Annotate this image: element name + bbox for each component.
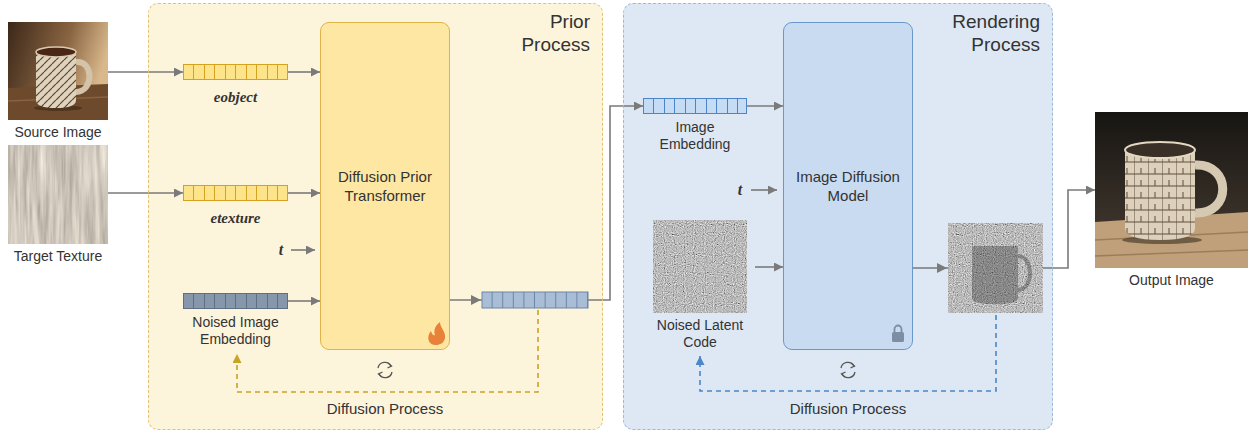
image-node: Source Image — [8, 22, 108, 141]
embedding-bar: etexture — [183, 185, 288, 227]
embedding-bar: Image Embedding — [643, 98, 747, 153]
arrowhead — [937, 263, 947, 273]
node-caption: Noised Image Embedding — [183, 314, 288, 348]
process-panel: Rendering ProcessImage EmbeddingNoised L… — [623, 3, 1053, 430]
arrowhead — [471, 295, 481, 305]
mug-silhouette — [1018, 256, 1030, 290]
node-caption: Noised Latent Code — [645, 317, 755, 351]
mug-silhouette — [972, 246, 1018, 304]
timestep-label: t — [738, 181, 742, 199]
embedding-cells — [183, 64, 288, 80]
image-node: Output Image — [1095, 112, 1248, 289]
node-caption: eobject — [183, 89, 288, 106]
arrow-connector — [108, 71, 183, 73]
embedding-bar: Noised Image Embedding — [183, 293, 288, 348]
image-node: Target Texture — [8, 145, 108, 265]
mug-handle — [76, 62, 90, 92]
cycle-icon — [378, 362, 392, 377]
process-label: Diffusion Process — [790, 400, 906, 417]
node-caption: etexture — [183, 210, 288, 227]
node-caption: Output Image — [1095, 272, 1248, 289]
node-caption: Image Embedding — [643, 119, 747, 153]
photo-background — [1095, 112, 1248, 268]
arrow-connector — [755, 266, 783, 268]
arrow-connector — [747, 105, 783, 107]
node-caption: Target Texture — [8, 248, 108, 265]
prior-panel-fill — [148, 3, 603, 430]
source-photo — [8, 22, 108, 120]
noise-image — [653, 220, 747, 313]
image-node: Noised Latent Code — [645, 220, 755, 351]
texture-photo — [8, 145, 108, 244]
rendering-panel-fill — [623, 3, 1053, 430]
timestep-arrow — [751, 189, 777, 191]
timestep-arrow — [291, 249, 315, 251]
mug-handle — [1195, 165, 1223, 213]
process-box: Diffusion Prior Transformer — [320, 22, 450, 350]
cycle-icon — [841, 362, 855, 377]
arrow-connector — [288, 71, 320, 73]
photo-background — [8, 22, 108, 120]
embedding-bar: eobject — [183, 64, 288, 106]
mug-rim — [36, 47, 76, 57]
process-panel: Prior Process eobject etextureNoised Image… — [148, 3, 603, 430]
arrow-connector — [288, 300, 320, 302]
arrow-connector — [108, 192, 183, 194]
panel-title: Prior Process — [521, 10, 590, 56]
embedding-cells — [183, 293, 288, 309]
arrow-connector — [288, 192, 320, 194]
box-label: Diffusion Prior Transformer — [331, 167, 439, 205]
box-label: Image Diffusion Model — [794, 167, 902, 205]
embedding-cells — [643, 98, 747, 114]
node-caption: Source Image — [8, 124, 108, 141]
process-label: Diffusion Process — [327, 400, 443, 417]
timestep-label: t — [279, 241, 283, 259]
embedding-cells — [183, 185, 288, 201]
mug-rim — [1125, 142, 1195, 158]
output-photo — [1095, 112, 1248, 268]
embedding-bar — [482, 292, 588, 308]
mug-body — [36, 52, 76, 108]
process-box: Image Diffusion Model — [783, 22, 913, 350]
mug-body — [1125, 150, 1195, 240]
noisy-latent-image — [948, 223, 1043, 313]
panel-title: Rendering Process — [952, 10, 1040, 56]
arrow-connector — [450, 106, 643, 300]
